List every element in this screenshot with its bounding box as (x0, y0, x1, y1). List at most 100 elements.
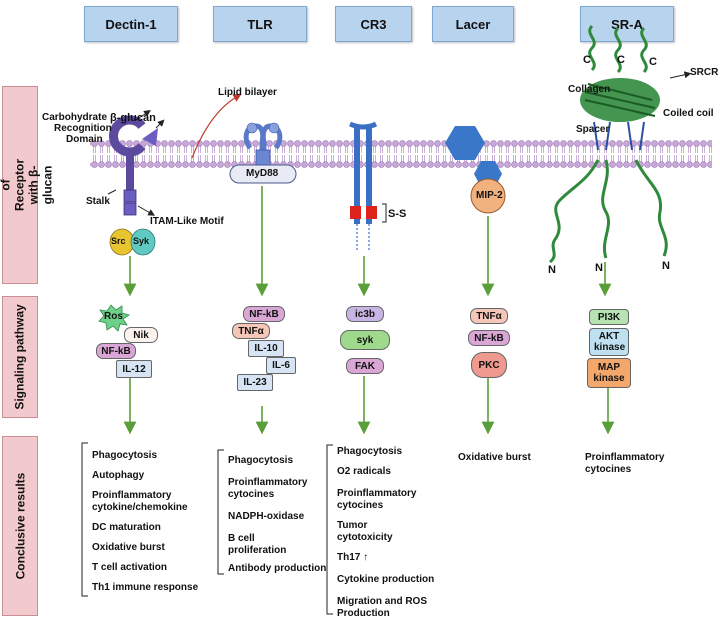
result-item: Phagocytosis (92, 450, 158, 461)
sig-lacer-pkc-label: PKC (478, 359, 500, 371)
sig-cr3-fak: FAK (346, 358, 384, 374)
header-lacer: Lacer (432, 6, 514, 42)
sig-lacer-nfkb: NF-kB (468, 330, 510, 346)
header-cr3-label: CR3 (360, 16, 387, 32)
side-conclusive: Conclusive results (2, 436, 38, 616)
sig-sra-pi3k: PI3K (589, 309, 629, 325)
label-n-1: N (548, 264, 556, 276)
label-domain: Domain (66, 134, 103, 145)
sig-tlr-tnfa-label: TNFα (238, 325, 264, 337)
sig-lacer-nfkb-label: NF-kB (474, 332, 504, 344)
sig-sra-pi3k-label: PI3K (597, 311, 621, 323)
sig-tlr-il6-label: IL-6 (272, 360, 290, 371)
header-tlr: TLR (213, 6, 307, 42)
label-ss: S-S (388, 208, 407, 220)
result-item: T cell activation (92, 562, 168, 573)
dectin1-receptor (107, 110, 165, 256)
label-itam: ITAM-Like Motif (150, 216, 224, 227)
results-tlr: Phagocytosis Proinflammatory cytocines N… (228, 455, 328, 575)
sig-dectin-nfkb-label: NF-kB (101, 345, 131, 357)
label-myd88: MyD88 (246, 168, 279, 179)
result-item: Th17 ↑ (337, 552, 369, 563)
result-item: Antibody production (228, 563, 327, 574)
sig-dectin-ros: Ros (104, 311, 123, 322)
sig-dectin-nik-label: Nik (133, 329, 149, 341)
sig-lacer-tnfa-label: TNFα (476, 310, 502, 322)
sig-tlr-il10: IL-10 (248, 340, 284, 357)
sig-cr3-syk: syk (340, 330, 390, 350)
label-c-2: C (617, 54, 625, 66)
sig-sra-map-label: MAP kinase (593, 362, 625, 384)
label-coiled-coil: Coiled coil (663, 108, 714, 119)
mip2-circle (470, 178, 506, 214)
header-sra: SR-A (580, 6, 674, 42)
sig-tlr-il10-label: IL-10 (254, 343, 278, 354)
sig-tlr-tnfa: TNFα (232, 323, 270, 339)
sig-lacer-pkc: PKC (471, 352, 507, 378)
sig-sra-map: MAP kinase (587, 358, 631, 388)
sra-receptor (548, 24, 692, 264)
result-item: Autophagy (92, 470, 145, 481)
label-beta-glucan: β-glucan (110, 112, 156, 124)
sig-cr3-syk-label: syk (356, 334, 374, 346)
sig-sra-akt: AKT kinase (589, 328, 629, 356)
sig-cr3-ic3b-label: ic3b (354, 308, 375, 320)
sig-sra-akt-label: AKT kinase (594, 331, 626, 353)
lacer-receptor (445, 126, 506, 214)
header-tlr-label: TLR (247, 16, 273, 32)
syk-kinase (130, 228, 156, 256)
sig-cr3-ic3b: ic3b (346, 306, 384, 322)
result-item: Phagocytosis (228, 455, 294, 466)
label-mip2: MIP-2 (476, 190, 503, 201)
beta-glucan-triangle-icon (142, 128, 158, 146)
label-stalk: Stalk (86, 196, 110, 207)
result-item: Migration and ROS Production (337, 596, 427, 619)
results-sra: Proinflammatory cytocines (585, 452, 665, 475)
results-cr3: Phagocytosis O2 radicals Proinflammatory… (337, 446, 477, 620)
label-syk: Syk (133, 236, 150, 246)
results-lacer: Oxidative burst (458, 452, 531, 463)
sig-tlr-il23: IL-23 (237, 374, 273, 391)
label-spacer: Spacer (576, 124, 610, 135)
side-signaling: Signaling pathway (2, 296, 38, 418)
header-cr3: CR3 (335, 6, 412, 42)
sig-dectin-il12-label: IL-12 (122, 363, 146, 375)
result-item: Th1 immune response (92, 582, 199, 593)
label-c-3: C (649, 56, 657, 68)
result-item: Proinflammatory cytokine/chemokine (92, 490, 188, 513)
sig-dectin-il12: IL-12 (116, 360, 152, 378)
sig-dectin-nfkb: NF-kB (96, 343, 136, 359)
sig-tlr-nfkb-label: NF-kB (249, 308, 279, 320)
label-carbohydrate: Carbohydrate (42, 112, 108, 123)
results-dectin: Phagocytosis Autophagy Proinflammatory c… (92, 450, 212, 594)
result-item: Oxidative burst (92, 542, 165, 553)
label-c-1: C (583, 54, 591, 66)
sig-lacer-tnfa: TNFα (470, 308, 508, 324)
header-dectin1: Dectin-1 (84, 6, 178, 42)
header-sra-label: SR-A (611, 16, 643, 32)
result-item: NADPH-oxidase (228, 511, 305, 522)
side-interaction: Interaction of Receptor with β-glucan (0, 86, 55, 284)
cr3-receptor (349, 121, 387, 250)
result-item: Phagocytosis (337, 446, 403, 457)
header-lacer-label: Lacer (455, 16, 491, 32)
label-lipid-bilayer: Lipid bilayer (218, 87, 277, 98)
sig-tlr-nfkb: NF-kB (243, 306, 285, 322)
result-item: Cytokine production (337, 574, 435, 585)
result-item: Proinflammatory cytocines (228, 477, 308, 500)
result-item: B cell proliferation (228, 533, 287, 556)
label-n-3: N (662, 260, 670, 272)
tlr-receptor (229, 122, 297, 184)
sig-dectin-nik: Nik (124, 327, 158, 343)
label-srcr: SRCR (690, 67, 719, 78)
label-n-2: N (595, 262, 603, 274)
label-recognition: Recognition (54, 123, 112, 134)
lipid-bilayer-pointer (191, 93, 242, 159)
label-collagen: Collagen (568, 84, 611, 95)
sig-cr3-fak-label: FAK (355, 360, 375, 372)
header-dectin1-label: Dectin-1 (105, 16, 157, 32)
lipid-membrane (90, 140, 712, 168)
result-item: Proinflammatory cytocines (337, 488, 417, 511)
result-item: O2 radicals (337, 466, 391, 477)
